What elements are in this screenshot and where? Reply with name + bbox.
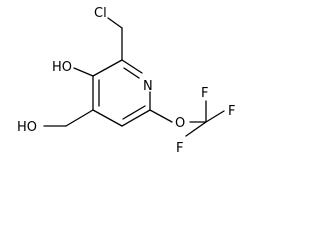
bond-cf3-f-left (185, 121, 207, 137)
bond-c6-o (149, 109, 173, 123)
bond-ch2-cl (107, 17, 123, 29)
bond-cf3-f-right (205, 110, 225, 123)
bond-c4-c5 (92, 109, 123, 127)
bond-c2-c3 (92, 59, 123, 77)
atom-oh-ch2: HO (17, 120, 37, 135)
atom-f-left: F (176, 141, 183, 156)
atom-f-right: F (228, 104, 235, 119)
molecule-structure: Cl HO N O F F F HO (17, 6, 235, 156)
atom-oh-ring: HO (52, 60, 72, 75)
bond-c5-c6-double (122, 105, 146, 120)
bond-c5-c6 (121, 109, 151, 127)
atom-o-ether: O (175, 116, 185, 131)
bonds (43, 17, 225, 137)
bond-n-c2 (121, 59, 143, 74)
atom-labels: Cl HO N O F F F HO (17, 6, 235, 156)
bond-c2-n-double (123, 67, 140, 79)
bond-c4-ch2 (65, 109, 94, 127)
atom-cl: Cl (94, 6, 107, 21)
bond-c3-oh (73, 67, 94, 77)
atom-n: N (143, 79, 153, 94)
atom-f-top: F (201, 86, 208, 101)
